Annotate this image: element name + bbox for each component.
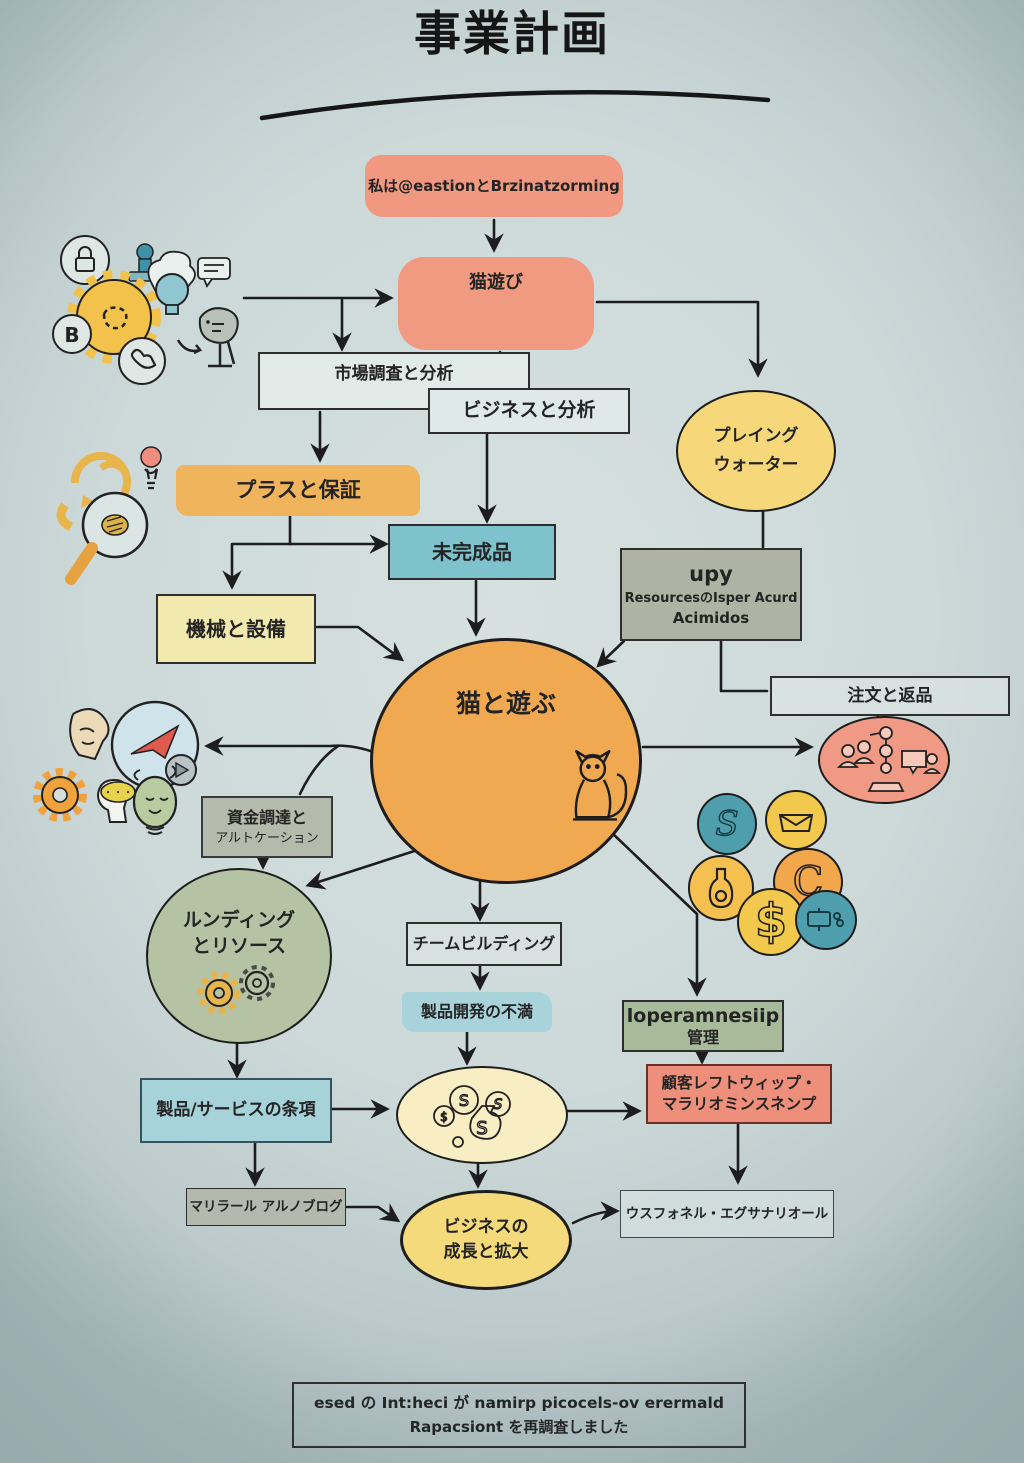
node-org-chart <box>818 716 950 804</box>
node-market-research: 市場調査と分析 <box>258 352 530 410</box>
node-playing-water: プレイング ウォーター <box>676 390 836 512</box>
arrow-growth-to-usphonel <box>571 1201 620 1225</box>
node-money: S S $ S <box>396 1066 568 1164</box>
node-product-dissatisfaction: 製品開発の不満 <box>402 992 552 1032</box>
svg-text:S: S <box>494 1097 503 1113</box>
node-customer-leftwhip: 顧客レフトウィップ・ マラリオミンスネンプ <box>646 1064 832 1124</box>
svg-text:B: B <box>64 323 79 347</box>
node-unfinished: 未完成品 <box>388 524 556 580</box>
coin-envelope-icon <box>765 790 827 850</box>
arrow-upy-to-circle <box>596 639 626 668</box>
arrow-marilal-to-growth <box>345 1203 401 1223</box>
node-usphonel: ウスフォネル・エグサナリオール <box>620 1190 834 1238</box>
node-marilal-blog: マリラール アルノブログ <box>186 1188 346 1226</box>
svg-text:S: S <box>476 1118 487 1139</box>
head-beige-icon <box>69 708 110 761</box>
arrow-catplay-to-playingwater <box>595 300 768 378</box>
node-machines: 機械と設備 <box>156 594 316 664</box>
speech-bubble-icon <box>197 257 231 288</box>
coin-board-icon <box>795 890 857 950</box>
page-title: 事業計画 <box>414 7 610 63</box>
lightbulb-icon <box>147 250 196 315</box>
footer-note: esed の Int:heci が namirp picocels-ov ere… <box>292 1382 746 1448</box>
arrow-circle-to-greencircle <box>305 844 432 890</box>
node-business-analysis: ビジネスと分析 <box>428 388 630 434</box>
svg-text:S: S <box>459 1091 469 1110</box>
svg-text:S: S <box>715 804 738 844</box>
line-branch-to-funding <box>298 744 340 796</box>
letter-b-icon: B <box>52 314 92 354</box>
cat-icon <box>573 749 628 821</box>
phone-icon <box>118 337 166 385</box>
arrow-doodle-icon <box>176 339 203 355</box>
brainstorm-doodles: B <box>52 235 239 385</box>
idea-doodles: ・・・ <box>33 700 200 835</box>
money-coins-icon: S S $ S <box>433 1085 511 1148</box>
node-cat-play: 猫遊び <box>398 257 594 350</box>
bulb-face-icon <box>132 765 178 835</box>
lock-icon <box>60 235 110 285</box>
node-orders-returns: 注文と返品 <box>770 676 1010 716</box>
svg-text:・・・: ・・・ <box>103 788 133 799</box>
org-chart-icon <box>836 726 941 792</box>
node-plus-guarantee: プラスと保証 <box>176 465 420 516</box>
research-doodles <box>56 446 162 585</box>
gear-orange-icon <box>33 768 87 822</box>
node-landing-resources: ルンディング とリソース <box>146 868 332 1044</box>
node-loperamnesiip: loperamnesiip 管理 <box>622 1000 784 1052</box>
title-underline <box>259 89 771 121</box>
node-intro: 私は@eastionとBrzinatzorming <box>365 155 623 217</box>
node-business-growth: ビジネスの 成長と拡大 <box>400 1190 572 1290</box>
play-circle-icon <box>165 754 197 786</box>
magnifier-icon <box>65 491 149 585</box>
head-bubble-icon: ・・・ <box>97 778 136 823</box>
node-upy: upy ResourcesのIsper Acurd Acimidos <box>620 548 802 641</box>
node-product-terms: 製品/サービスの条項 <box>140 1078 332 1143</box>
svg-text:$: $ <box>755 895 787 948</box>
person-icon <box>140 446 162 490</box>
arrow-plus-to-machines <box>222 514 292 590</box>
arrow-machines-to-circle <box>315 625 405 662</box>
line-upy-to-orders <box>719 639 769 693</box>
node-team-building: チームビルディング <box>406 922 562 966</box>
projector-icon <box>198 307 239 368</box>
svg-text:$: $ <box>440 1110 448 1124</box>
gear-icon <box>67 270 161 364</box>
node-play-with-cat: 猫と遊ぶ <box>370 638 642 884</box>
gears-icon <box>197 965 275 1015</box>
coin-s-icon: S <box>697 793 757 855</box>
arrow-circle-to-left-cluster <box>204 736 378 756</box>
node-funding: 資金調達と アルトケーション <box>201 796 333 858</box>
arrow-circle-to-loperamnesiip <box>610 831 707 997</box>
